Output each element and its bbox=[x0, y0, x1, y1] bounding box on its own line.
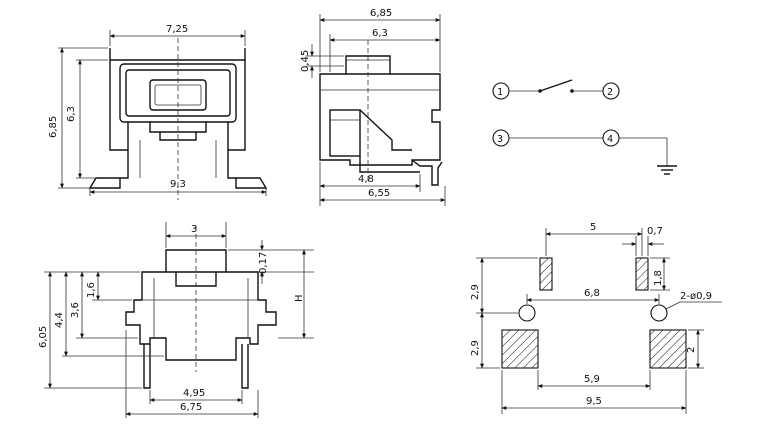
side-view: 6,85 6,3 0,45 4,8 6,55 bbox=[300, 8, 446, 206]
dim-row-gap-upper: 2,9 bbox=[470, 284, 481, 300]
dim-pad-height-small: 1,8 bbox=[653, 270, 664, 286]
dim-front-height-inner: 6,3 bbox=[66, 106, 77, 122]
pin-label-4: 4 bbox=[607, 134, 613, 145]
pin-label-2: 2 bbox=[607, 87, 613, 98]
front-view: 7,25 6,85 6,3 9,3 bbox=[48, 24, 268, 200]
dim-height-44: 4,4 bbox=[54, 312, 65, 328]
dim-pad-gap-large: 5,9 bbox=[584, 374, 600, 385]
dim-width-675: 6,75 bbox=[180, 402, 202, 413]
dim-front-width-leads: 9,3 bbox=[170, 179, 186, 190]
dim-row-gap-lower: 2,9 bbox=[470, 340, 481, 356]
switch-schematic: 1 2 3 4 bbox=[492, 79, 677, 175]
dim-gap-top: 0,17 bbox=[258, 252, 269, 274]
dim-height-605: 6,05 bbox=[38, 326, 49, 348]
dim-pad-width-small: 0,7 bbox=[647, 226, 663, 237]
dim-pad-pitch-top: 5 bbox=[590, 222, 596, 233]
dim-height-36: 3,6 bbox=[70, 302, 81, 318]
dim-side-width-body: 6,3 bbox=[372, 28, 388, 39]
dim-width-overall: 9,5 bbox=[586, 396, 602, 407]
dim-height-16: 1,6 bbox=[86, 282, 97, 298]
dim-side-top-offset: 0,45 bbox=[300, 50, 311, 72]
pin-label-3: 3 bbox=[497, 134, 503, 145]
dim-actuator-width: 3 bbox=[191, 224, 197, 235]
dim-front-width-top: 7,25 bbox=[166, 24, 188, 35]
ground-icon bbox=[657, 165, 677, 175]
dim-pad-size-large: 2 bbox=[686, 347, 697, 353]
dim-side-width-total: 6,85 bbox=[370, 8, 392, 19]
front-section-view: 3 0,17 H 1,6 3,6 4,4 6,05 4,95 bbox=[38, 222, 314, 418]
pin-label-1: 1 bbox=[497, 87, 503, 98]
dim-front-height-total: 6,85 bbox=[48, 116, 59, 138]
dim-width-495: 4,95 bbox=[183, 388, 205, 399]
dim-side-width-bottom: 6,55 bbox=[368, 188, 390, 199]
dim-height-h: H bbox=[294, 294, 305, 302]
pcb-footprint: 5 0,7 1,8 2,9 6,8 2-ø0,9 2,9 2 bbox=[470, 222, 722, 414]
hole-callout: 2-ø0,9 bbox=[680, 291, 712, 302]
dim-hole-pitch: 6,8 bbox=[584, 288, 600, 299]
dim-side-lead-span: 4,8 bbox=[358, 174, 374, 185]
